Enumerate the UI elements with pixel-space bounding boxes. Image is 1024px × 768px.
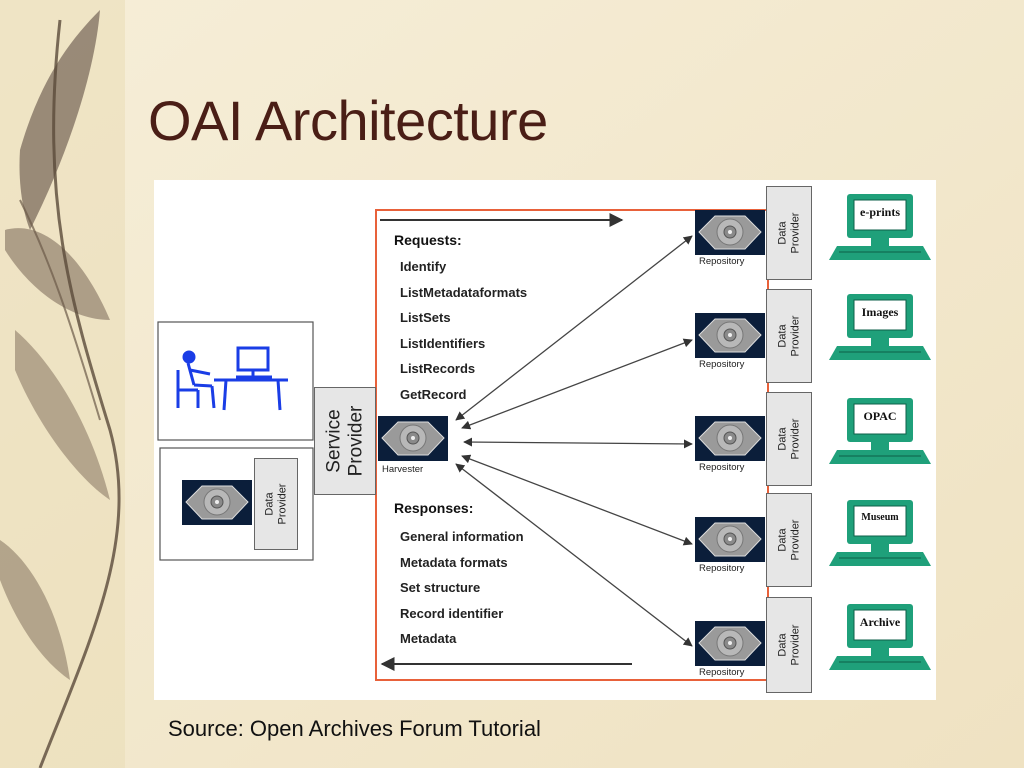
repository-label: Repository: [699, 359, 745, 370]
response-item: Record identifier: [400, 605, 504, 621]
data-provider-label: Data Provider: [766, 289, 812, 383]
repository-label: Repository: [699, 667, 745, 678]
local-data-provider-label: Data Provider: [254, 458, 298, 550]
request-item: ListRecords: [400, 361, 476, 377]
terminal-label-museum: Museum: [861, 512, 899, 523]
oai-architecture-diagram: Requests: Identify ListMetadataformats L…: [154, 180, 936, 700]
service-provider-label: Service Provider: [314, 387, 376, 495]
requests-title: Requests:: [394, 232, 462, 248]
request-item: ListIdentifiers: [400, 335, 486, 351]
request-item: ListMetadataformats: [400, 284, 528, 300]
request-item: GetRecord: [400, 386, 467, 402]
response-item: Set structure: [400, 580, 481, 596]
repository-label: Repository: [699, 563, 745, 574]
request-item: Identify: [400, 259, 447, 274]
request-item: ListSets: [400, 310, 451, 326]
data-provider-label: Data Provider: [766, 392, 812, 486]
requests-list: Identify ListMetadataformats ListSets Li…: [400, 254, 527, 408]
repository-label: Repository: [699, 462, 745, 473]
response-item: Metadata: [400, 631, 457, 647]
data-provider-label: Data Provider: [766, 493, 812, 587]
repository-label: Repository: [699, 256, 745, 267]
data-provider-label: Data Provider: [766, 597, 812, 693]
response-item: Metadata formats: [400, 554, 508, 570]
data-provider-label: Data Provider: [766, 186, 812, 280]
responses-list: General information Metadata formats Set…: [400, 524, 524, 652]
user-workstation: [157, 321, 314, 441]
slide-title: OAI Architecture: [148, 89, 548, 152]
responses-title: Responses:: [394, 500, 474, 516]
harvester-node: [377, 415, 449, 462]
diagram-graphics: [157, 193, 932, 681]
user-at-desk-icon: [176, 346, 288, 411]
terminal-label-eprints: e-prints: [860, 205, 900, 219]
terminal-label-opac: OPAC: [863, 409, 897, 423]
harvester-label: Harvester: [382, 464, 424, 475]
terminal-label-archive: Archive: [859, 615, 901, 629]
terminal-label-images: Images: [861, 305, 899, 319]
source-caption: Source: Open Archives Forum Tutorial: [168, 716, 541, 741]
response-item: General information: [400, 529, 524, 544]
